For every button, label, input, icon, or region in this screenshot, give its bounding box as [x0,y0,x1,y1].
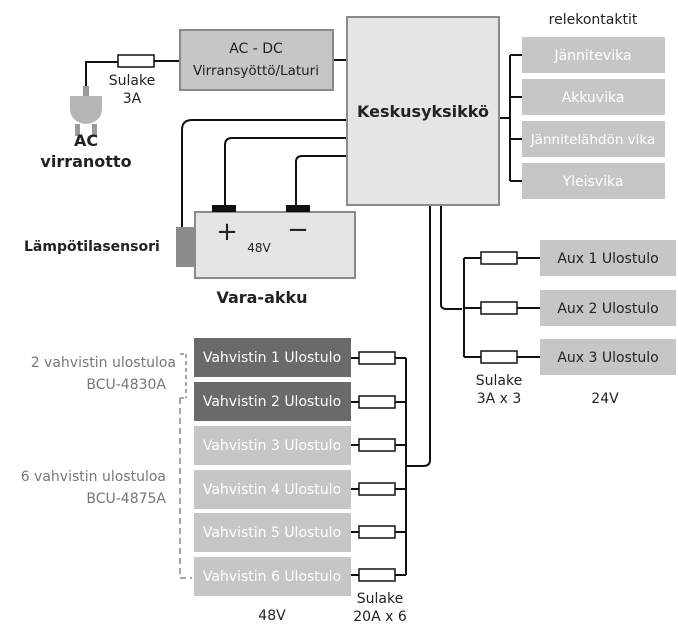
aux-output-2 [540,290,676,326]
aux-output-label-3: Aux 3 Ulostulo [557,350,658,366]
power-supply-subtitle: Virransyöttö/Laturi [193,63,319,79]
battery-body [194,211,356,279]
amplifier-output-3 [194,426,351,465]
bcu4830a-model: BCU-4830A [86,377,166,393]
amp-fuse-2 [358,395,396,409]
amplifier-output-label-2: Vahvistin 2 Ulostulo [203,394,341,410]
temperature-sensor-label: Lämpötilasensori [24,239,160,255]
amplifier-output-5 [194,513,351,552]
relay-box-4 [522,163,665,199]
aux-fuse-2 [480,301,518,315]
ac-input-sublabel: virranotto [40,152,131,171]
amplifier-fuse-label: Sulake [357,591,403,607]
relay-contacts-title: relekontaktit [549,12,638,28]
aux-fuse-rating: 3A x 3 [477,391,522,407]
main-fuse-rating: 3A [123,91,142,107]
bcu4830a-bracket [180,353,187,399]
amplifier-output-6 [194,557,351,596]
amplifier-output-label-5: Vahvistin 5 Ulostulo [203,525,341,541]
aux-fuse-1 [480,251,518,265]
bcu4875a-model: BCU-4875A [86,491,166,507]
amp-feed-wire [406,205,431,467]
central-unit-box [346,16,500,206]
battery-label: Vara-akku [216,288,307,307]
central-unit-label: Keskusyksikkö [357,102,489,121]
amplifier-output-2 [194,382,351,421]
amp-fuse-1 [358,351,396,365]
amplifier-output-4 [194,470,351,509]
sensor-wire [181,119,347,228]
battery-plus-wire [224,137,347,206]
bcu4875a-label: 6 vahvistin ulostuloa [21,469,166,485]
battery-minus-terminal [286,205,310,212]
amplifier-output-label-6: Vahvistin 6 Ulostulo [203,569,341,585]
ac-cable [85,61,118,88]
amp-fuse-5 [358,525,396,539]
amp-fuse-6 [358,568,396,582]
temperature-sensor [176,227,195,267]
relay-label-3: Jännitelähdön vika [530,132,656,148]
main-fuse-label: Sulake [109,73,155,89]
bcu4875a-bracket [179,398,192,579]
amplifier-output-1 [194,338,351,377]
relay-box-1 [522,37,665,73]
aux-output-label-2: Aux 2 Ulostulo [557,301,658,317]
battery-plus-sign: + [216,217,238,247]
main-fuse-symbol [117,54,155,68]
power-supply-box [179,29,334,91]
relay-label-1: Jännitevika [553,48,631,64]
aux-voltage: 24V [591,391,619,407]
amplifier-output-list: Vahvistin 1 Ulostulo Vahvistin 2 Ulostul… [194,338,351,596]
amplifier-output-label-1: Vahvistin 1 Ulostulo [203,350,341,366]
relay-box-3 [522,121,665,157]
aux-output-1 [540,240,676,276]
power-supply-title: AC - DC [229,41,283,57]
battery-voltage: 48V [247,241,271,255]
battery-minus-wire [295,155,347,206]
relay-box-2 [522,79,665,115]
battery-plus-terminal [212,205,236,212]
aux-output-label-1: Aux 1 Ulostulo [557,251,658,267]
aux-output-3 [540,339,676,375]
amplifier-output-label-3: Vahvistin 3 Ulostulo [203,438,341,454]
amplifier-fuse-rating: 20A x 6 [353,609,407,625]
amp-fuse-3 [358,438,396,452]
amplifier-voltage: 48V [258,608,286,624]
aux-fuse-label: Sulake [476,373,522,389]
relay-label-4: Yleisvika [562,174,624,190]
ac-input-label: AC [74,131,98,150]
relay-list: Jännitevika Akkuvika Jännitelähdön vika … [522,37,665,199]
aux-output-list: Aux 1 Ulostulo Aux 2 Ulostulo Aux 3 Ulos… [540,240,676,375]
amplifier-output-label-4: Vahvistin 4 Ulostulo [203,482,341,498]
relay-label-2: Akkuvika [562,90,625,106]
bcu4830a-label: 2 vahvistin ulostuloa [31,355,176,371]
aux-feed-wire [440,205,462,310]
aux-fuse-3 [480,350,518,364]
amp-fuse-4 [358,482,396,496]
battery-minus-sign: − [287,215,309,245]
ac-plug-icon [70,86,102,136]
